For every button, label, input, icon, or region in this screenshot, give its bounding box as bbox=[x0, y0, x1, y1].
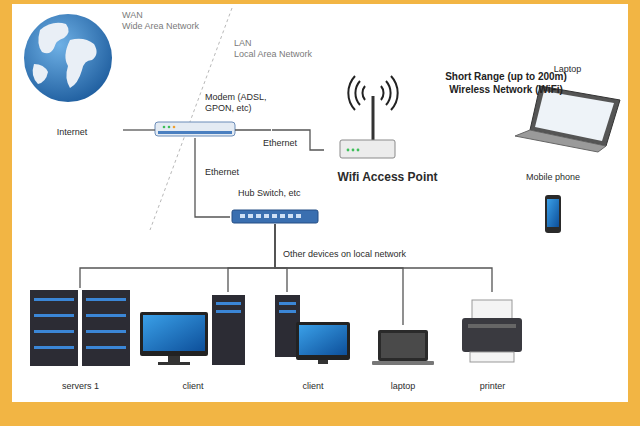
free-label-wrap: Short Range (up to 200m) Wireless Networ… bbox=[436, 70, 576, 96]
ethernet-cable bbox=[275, 224, 492, 292]
device-label: Modem (ADSL, GPON, etc) bbox=[205, 92, 272, 114]
ethernet-cable bbox=[80, 224, 275, 288]
device-node: client bbox=[271, 292, 355, 392]
device-node: servers 1 bbox=[27, 288, 134, 392]
device-label: servers 1 bbox=[27, 381, 134, 392]
device-node: Wifi Access Point bbox=[324, 138, 451, 184]
device-label: Mobile phone bbox=[517, 172, 589, 183]
device-node: laptop bbox=[369, 325, 437, 392]
device-node: Internet bbox=[21, 14, 123, 138]
ethernet-cable bbox=[275, 224, 403, 325]
free-label: Short Range (up to 200m) Wireless Networ… bbox=[436, 70, 576, 96]
device-label: client bbox=[137, 381, 249, 392]
free-label-wrap: Other devices on local network bbox=[283, 249, 453, 260]
free-label: WAN bbox=[122, 10, 212, 21]
free-label: Local Area Network bbox=[234, 49, 344, 60]
free-label-wrap: Wide Area Network bbox=[122, 21, 222, 32]
edge-label: Ethernet bbox=[203, 167, 241, 178]
edge-label: Ethernet bbox=[261, 138, 299, 149]
device-node: client bbox=[137, 292, 249, 392]
device-label: client bbox=[271, 381, 355, 392]
free-label-wrap: WAN bbox=[122, 10, 212, 21]
device-node: Modem (ADSL, GPON, etc) bbox=[155, 92, 272, 138]
free-label: LAN bbox=[234, 38, 294, 49]
free-label-wrap: Local Area Network bbox=[234, 49, 344, 60]
free-label: Wide Area Network bbox=[122, 21, 222, 32]
device-label: Wifi Access Point bbox=[324, 170, 451, 184]
device-node: Hub Switch, etc bbox=[230, 188, 322, 224]
ethernet-cable bbox=[228, 224, 275, 292]
device-label: printer bbox=[454, 381, 531, 392]
edge-label-wrap: Ethernet bbox=[261, 138, 299, 149]
device-node: printer bbox=[454, 292, 531, 392]
free-label-wrap: LAN bbox=[234, 38, 294, 49]
edge-label-wrap: Ethernet bbox=[203, 167, 241, 178]
device-label: Hub Switch, etc bbox=[238, 188, 322, 199]
free-label: Other devices on local network bbox=[283, 249, 453, 260]
device-label: Internet bbox=[21, 127, 123, 138]
ethernet-cable bbox=[123, 129, 155, 130]
device-node: Mobile phone bbox=[517, 172, 589, 236]
device-label: laptop bbox=[369, 381, 437, 392]
ethernet-cable bbox=[195, 138, 230, 217]
